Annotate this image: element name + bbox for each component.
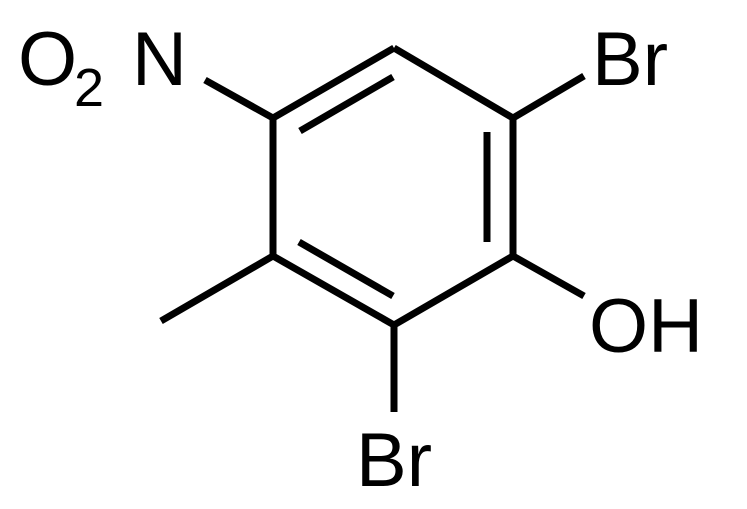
bromine-top-bond bbox=[511, 72, 586, 122]
ring-bond-bottom-right bbox=[392, 252, 515, 329]
nitro-nitrogen-label: N bbox=[132, 17, 187, 102]
methyl-bond bbox=[159, 252, 275, 325]
bromine-top-label: Br bbox=[592, 17, 668, 102]
aromatic-inner-bond-bottom bbox=[297, 238, 395, 300]
ring-bond-bottom-left bbox=[271, 252, 396, 329]
benzene-ring bbox=[269, 44, 517, 329]
ring-bond-top-right bbox=[392, 44, 515, 122]
aromatic-inner-bond-top bbox=[298, 73, 395, 135]
nitro-bond bbox=[203, 76, 275, 122]
atom-labels: O 2 N Br OH Br bbox=[18, 17, 703, 503]
nitro-subscript-label: 2 bbox=[74, 58, 104, 118]
hydroxyl-bond bbox=[511, 252, 586, 300]
bromine-bottom-label: Br bbox=[356, 418, 432, 503]
hydroxyl-label: OH bbox=[589, 284, 703, 369]
ring-bond-top-left bbox=[271, 44, 396, 122]
nitro-oxygen-label: O bbox=[18, 17, 77, 102]
substituent-bonds bbox=[159, 72, 586, 412]
